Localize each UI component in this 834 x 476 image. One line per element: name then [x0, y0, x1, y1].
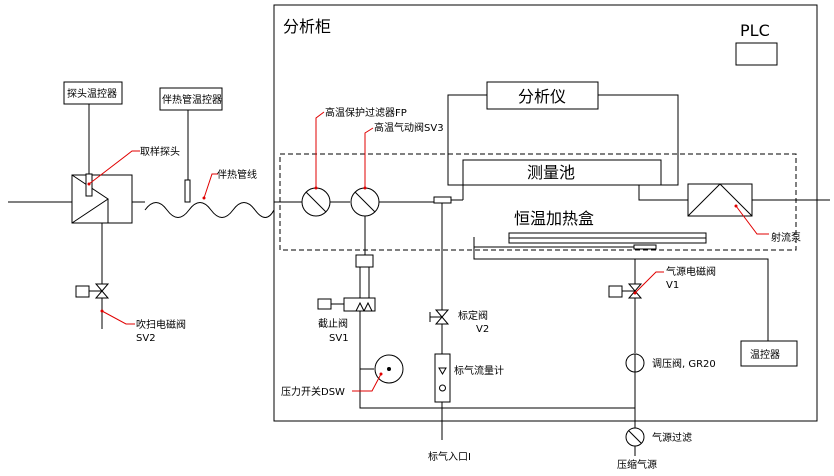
ejector-diag-1 [687, 183, 721, 217]
filter-fp-leader [315, 111, 325, 188]
cal-flowmeter-body [434, 353, 451, 403]
filter-fp-label: 高温保护过滤器FP [325, 106, 407, 119]
tracing-sensor [184, 179, 191, 203]
measuring-cell-box [462, 159, 662, 186]
source-filter-slash [628, 430, 642, 444]
shutoff-valve-label-1: 截止阀 [318, 317, 348, 330]
sampling-probe-label: 取样探头 [140, 145, 180, 158]
purge-valve-actuator [75, 285, 90, 298]
source-filter-label: 气源过滤 [652, 431, 692, 444]
sv1-valve-mark-1 [355, 301, 365, 312]
temp-controller-label: 温控器 [750, 348, 780, 361]
cal-gas-inlet-label: 标气入口I [428, 450, 471, 463]
temp-controller-line [473, 237, 769, 341]
heat-tracing-dot [202, 196, 206, 200]
source-valve-label-1: 气源电磁阀 [666, 265, 716, 278]
cal-tee [433, 196, 452, 204]
purge-valve-leader [101, 310, 135, 325]
plc-label: PLC [740, 21, 770, 40]
probe-controller-box [63, 81, 123, 105]
heating-box-label: 恒温加热盒 [514, 209, 594, 228]
valve-sv3-leader [364, 127, 374, 188]
pressure-switch-leader [352, 373, 382, 392]
cal-flowmeter-label: 标气流量计 [454, 364, 504, 377]
source-valve-dot [633, 291, 637, 295]
cal-valve-label-1: 标定阀 [458, 309, 488, 322]
analyzer-left-loop [447, 94, 487, 186]
regulator-label: 调压阀, GR20 [652, 357, 716, 370]
plc-box [735, 42, 778, 66]
sv1-valve-mark-2 [363, 301, 373, 312]
ejector-leader [735, 205, 769, 235]
filter-fp-dot [314, 186, 318, 190]
ejector-pump-box [687, 183, 753, 217]
analyzer-label: 分析仪 [518, 87, 566, 106]
cal-flowmeter-float [438, 367, 447, 375]
pressure-switch-label: 压力开关DSW [281, 385, 345, 398]
shutoff-valve-label-2: SV1 [329, 333, 349, 344]
sv1-upper-block [355, 254, 374, 268]
cal-flowmeter-indicator [439, 384, 446, 392]
sampling-probe-leader [88, 150, 140, 185]
analyzer-right-loop [598, 94, 679, 186]
ejector-dot [734, 204, 738, 208]
valve-sv3-dot [363, 186, 367, 190]
air-header-line [359, 311, 635, 409]
valve-sv3-label: 高温气动阀SV3 [374, 121, 444, 134]
cabinet-title: 分析柜 [283, 17, 331, 36]
ejector-pump-label: 射流泵 [771, 231, 801, 244]
probe-body [71, 174, 133, 224]
temp-controller-box [740, 340, 798, 367]
valve-sv3-slash [354, 191, 376, 213]
analyzer-box [486, 81, 599, 110]
probe-controller-label: 探头温控器 [67, 87, 117, 100]
ejector-diag-2 [719, 183, 753, 217]
purge-valve-label-2: SV2 [136, 333, 156, 344]
heat-tracing-coil [144, 202, 275, 218]
pressure-switch-dot [379, 372, 383, 376]
purge-valve-label-1: 吹扫电磁阀 [136, 318, 186, 331]
tracing-controller-label: 伴热管温控器 [162, 93, 222, 106]
filter-fp-slash [305, 191, 327, 213]
purge-valve-dot [100, 309, 104, 313]
temp-sensor [633, 244, 657, 250]
cell-to-ejector-line [638, 185, 688, 201]
sv1-actuator [317, 298, 332, 310]
pressure-switch-center [387, 367, 391, 371]
source-valve-actuator [608, 285, 623, 298]
sampling-probe-dot [87, 182, 91, 186]
analysis-cabinet-frame [273, 4, 818, 422]
tracing-controller-box [159, 87, 223, 111]
heat-tracing-leader [203, 173, 218, 199]
measuring-cell-label: 测量池 [527, 163, 575, 182]
cal-valve-label-2: V2 [476, 324, 489, 335]
source-valve-label-2: V1 [666, 280, 679, 291]
source-valve-leader [634, 271, 664, 294]
compressed-air-label: 压缩气源 [617, 458, 657, 471]
heat-tracing-label: 伴热管线 [217, 168, 257, 181]
